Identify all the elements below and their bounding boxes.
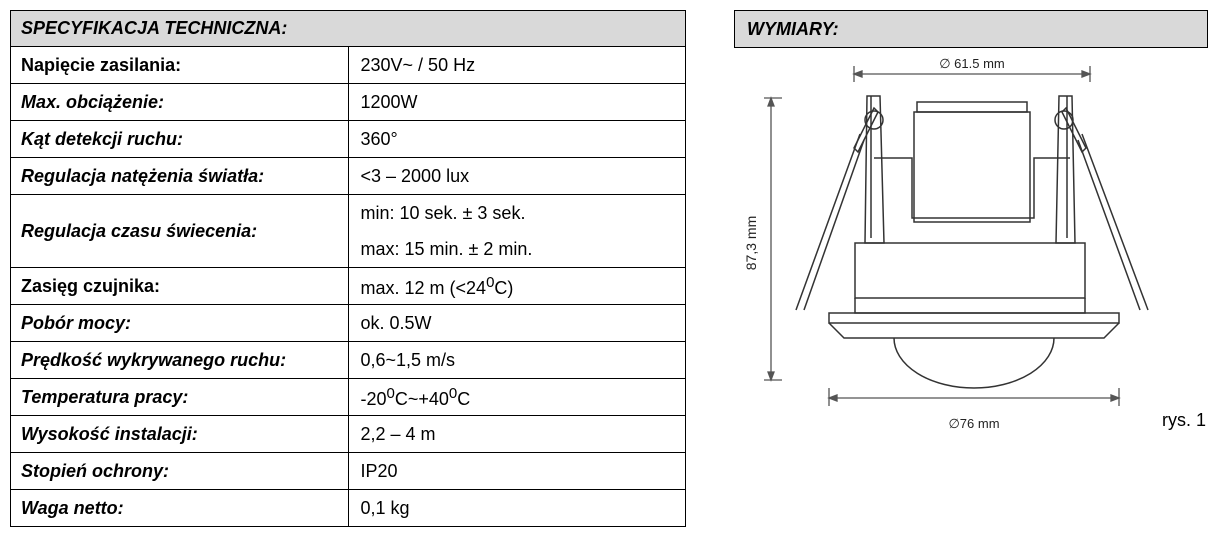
spec-value: max. 12 m (<240C) [347, 267, 686, 305]
spec-label: Prędkość wykrywanego ruchu: [10, 341, 349, 379]
spec-value: 0,6~1,5 m/s [347, 341, 686, 379]
spec-value-line: max: 15 min. ± 2 min. [360, 239, 533, 259]
spec-label: Kąt detekcji ruchu: [10, 120, 349, 158]
spec-value-line: min: 10 sek. ± 3 sek. [360, 203, 526, 223]
spec-row: Stopień ochrony: IP20 [10, 452, 686, 490]
spec-label: Regulacja czasu świecenia: [10, 194, 349, 268]
spec-title: SPECYFIKACJA TECHNICZNA: [10, 10, 686, 47]
spec-value: 230V~ / 50 Hz [347, 46, 686, 84]
spec-label: Max. obciążenie: [10, 83, 349, 121]
spec-value: IP20 [347, 452, 686, 490]
height-label: 87,3 mm [743, 216, 759, 270]
dimensions-title: WYMIARY: [734, 10, 1208, 48]
spec-row: Regulacja czasu świecenia: min: 10 sek. … [10, 194, 686, 268]
spec-value: <3 – 2000 lux [347, 157, 686, 195]
spec-value: 0,1 kg [347, 489, 686, 527]
spec-row: Waga netto: 0,1 kg [10, 489, 686, 527]
spec-label: Pobór mocy: [10, 304, 349, 342]
spec-row: Prędkość wykrywanego ruchu: 0,6~1,5 m/s [10, 341, 686, 379]
spec-row: Zasięg czujnika: max. 12 m (<240C) [10, 267, 686, 305]
spec-label: Temperatura pracy: [10, 378, 349, 416]
bottom-diameter-label: ∅76 mm [948, 416, 999, 431]
sensor-dimension-drawing: ∅ 61.5 mm 87,3 mm ∅76 mm [743, 56, 1149, 431]
spec-value: 1200W [347, 83, 686, 121]
spec-value: -200C~+400C [347, 378, 686, 416]
figure-label: rys. 1 [1162, 410, 1207, 430]
spec-label: Regulacja natężenia światła: [10, 157, 349, 195]
spec-label: Stopień ochrony: [10, 452, 349, 490]
top-diameter-label: ∅ 61.5 mm [939, 56, 1005, 71]
spec-row: Regulacja natężenia światła: <3 – 2000 l… [10, 157, 686, 195]
spec-row: Max. obciążenie: 1200W [10, 83, 686, 121]
spec-value: 360° [347, 120, 686, 158]
spec-row: Temperatura pracy: -200C~+400C [10, 378, 686, 416]
spec-row: Napięcie zasilania: 230V~ / 50 Hz [10, 46, 686, 84]
spec-row: Wysokość instalacji: 2,2 – 4 m [10, 415, 686, 453]
spec-label: Wysokość instalacji: [10, 415, 349, 453]
spec-table: SPECYFIKACJA TECHNICZNA: Napięcie zasila… [10, 10, 686, 527]
spec-label: Waga netto: [10, 489, 349, 527]
sensor-outline [795, 95, 1149, 389]
spec-row: Pobór mocy: ok. 0.5W [10, 304, 686, 342]
spec-value: 2,2 – 4 m [347, 415, 686, 453]
spec-row: Kąt detekcji ruchu: 360° [10, 120, 686, 158]
spec-label: Napięcie zasilania: [10, 46, 349, 84]
spec-value: min: 10 sek. ± 3 sek. max: 15 min. ± 2 m… [347, 194, 686, 268]
spec-label: Zasięg czujnika: [10, 267, 349, 305]
spec-value: ok. 0.5W [347, 304, 686, 342]
